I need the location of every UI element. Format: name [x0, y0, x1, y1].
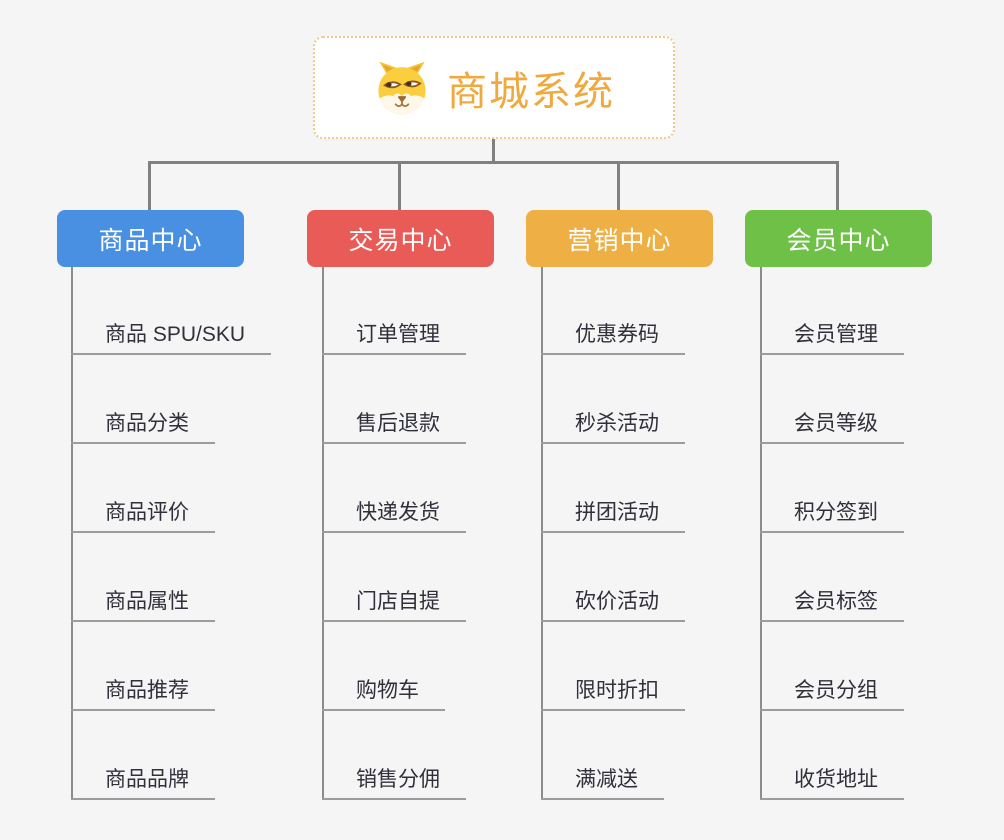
- leaf-node-store-pickup[interactable]: 门店自提: [322, 584, 466, 622]
- branch-node-marketing-center[interactable]: 营销中心: [526, 210, 713, 267]
- connector-stub-branch-4: [836, 161, 839, 210]
- leaf-node-sales-commission[interactable]: 销售分佣: [322, 762, 466, 800]
- connector-stub-branch-1: [148, 161, 151, 210]
- leaf-node-coupon-code[interactable]: 优惠券码: [541, 317, 685, 355]
- connector-root-stub: [492, 139, 495, 164]
- leaf-node-express-delivery[interactable]: 快递发货: [322, 495, 466, 533]
- branch-node-trade-center[interactable]: 交易中心: [307, 210, 494, 267]
- leaf-node-product-attribute[interactable]: 商品属性: [71, 584, 215, 622]
- leaf-node-member-level[interactable]: 会员等级: [760, 406, 904, 444]
- branch-node-member-center[interactable]: 会员中心: [745, 210, 932, 267]
- connector-stub-branch-3: [617, 161, 620, 210]
- leaf-node-shopping-cart[interactable]: 购物车: [322, 673, 445, 711]
- leaf-node-product-category[interactable]: 商品分类: [71, 406, 215, 444]
- leaf-node-product-spu-sku[interactable]: 商品 SPU/SKU: [71, 317, 272, 355]
- leaf-node-aftersale-refund[interactable]: 售后退款: [322, 406, 466, 444]
- leaf-node-group-buy[interactable]: 拼团活动: [541, 495, 685, 533]
- leaf-node-member-management[interactable]: 会员管理: [760, 317, 904, 355]
- leaf-node-member-group[interactable]: 会员分组: [760, 673, 904, 711]
- branch-node-product-center[interactable]: 商品中心: [57, 210, 244, 267]
- leaf-node-limited-time-discount[interactable]: 限时折扣: [541, 673, 685, 711]
- root-title: 商城系统: [447, 69, 615, 114]
- trunk-line-branch-3: [541, 267, 543, 800]
- leaf-node-product-brand[interactable]: 商品品牌: [71, 762, 215, 800]
- leaf-node-order-management[interactable]: 订单管理: [322, 317, 466, 355]
- shiba-dog-icon: [373, 59, 431, 117]
- leaf-node-points-checkin[interactable]: 积分签到: [760, 495, 904, 533]
- leaf-node-bargain-activity[interactable]: 砍价活动: [541, 584, 685, 622]
- leaf-node-full-reduction[interactable]: 满减送: [541, 762, 664, 800]
- trunk-line-branch-1: [71, 267, 73, 800]
- leaf-node-member-tag[interactable]: 会员标签: [760, 584, 904, 622]
- leaf-node-product-review[interactable]: 商品评价: [71, 495, 215, 533]
- trunk-line-branch-2: [322, 267, 324, 800]
- connector-stub-branch-2: [398, 161, 401, 210]
- root-node-mall-system[interactable]: 商城系统: [313, 36, 675, 139]
- connector-horizontal: [148, 161, 839, 164]
- leaf-node-product-recommend[interactable]: 商品推荐: [71, 673, 215, 711]
- leaf-node-flash-sale[interactable]: 秒杀活动: [541, 406, 685, 444]
- trunk-line-branch-4: [760, 267, 762, 800]
- leaf-node-shipping-address[interactable]: 收货地址: [760, 762, 904, 800]
